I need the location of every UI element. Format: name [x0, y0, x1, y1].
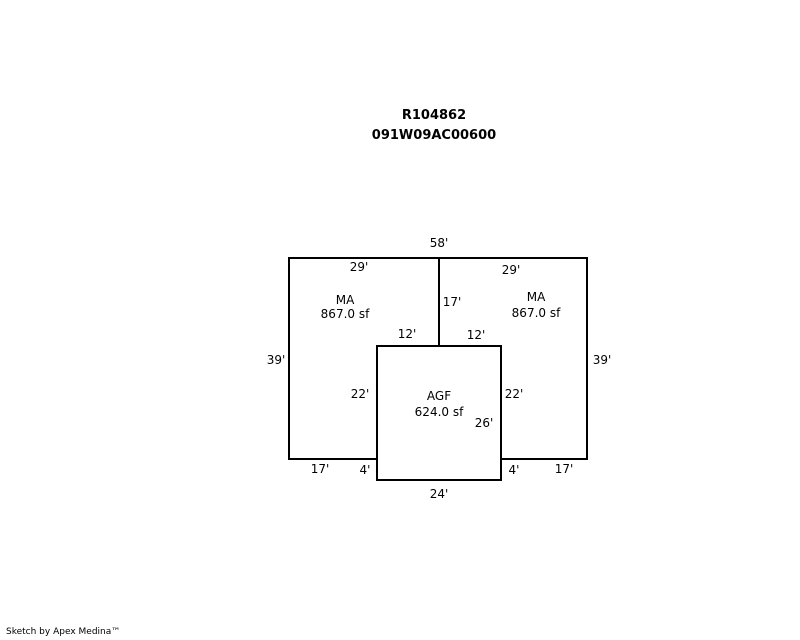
dim-right-top: 29' — [502, 263, 521, 277]
area-left-code: MA — [336, 293, 355, 307]
dim-center-wall: 17' — [443, 295, 462, 309]
parcel-id: R104862 — [401, 108, 467, 123]
dim-left-bottom: 17' — [311, 462, 330, 476]
dim-agf-inner: 26' — [475, 416, 494, 430]
area-center-code: AGF — [427, 389, 451, 403]
area-right-size: 867.0 sf — [512, 306, 561, 320]
dim-agf-top-right: 12' — [467, 328, 486, 342]
area-right-code: MA — [527, 290, 546, 304]
dim-agf-bottom: 24' — [430, 487, 449, 501]
dim-right-depth: 39' — [593, 353, 612, 367]
agf-outline — [376, 345, 502, 481]
dim-right-bottom: 17' — [555, 462, 574, 476]
dim-agf-right-side: 22' — [505, 387, 524, 401]
footer-credit: Sketch by Apex Medina™ — [6, 627, 121, 637]
dim-left-depth: 39' — [267, 353, 286, 367]
dim-agf-left-side: 22' — [351, 387, 370, 401]
dim-left-top: 29' — [350, 260, 369, 274]
dim-total-width: 58' — [430, 236, 449, 250]
dim-right-step: 4' — [509, 463, 520, 477]
area-left-size: 867.0 sf — [321, 307, 370, 321]
map-number: 091W09AC00600 — [371, 128, 497, 143]
dim-left-step: 4' — [360, 463, 371, 477]
area-center-size: 624.0 sf — [415, 405, 464, 419]
dim-agf-top-left: 12' — [398, 327, 417, 341]
